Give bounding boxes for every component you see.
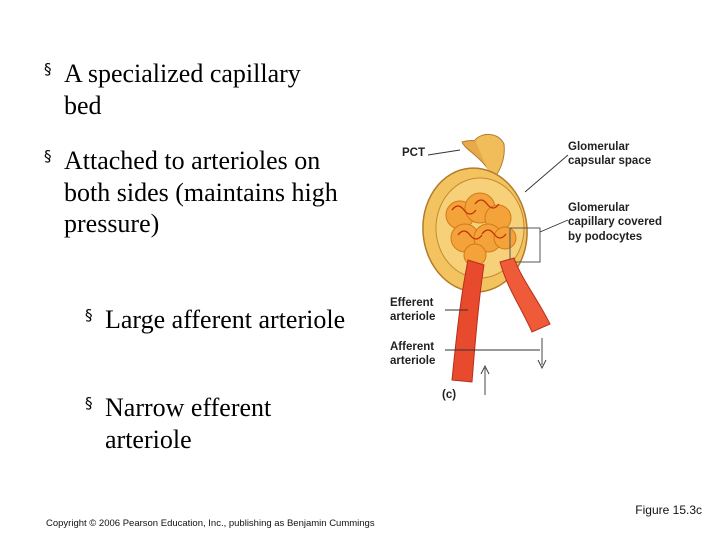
label-panel-c: (c) xyxy=(442,389,457,401)
bullet-specialized-capillary: § A specialized capillary bed xyxy=(44,58,344,121)
label-capsular-space: Glomerular capsular space xyxy=(568,141,652,168)
bullet-marker: § xyxy=(44,60,52,78)
sub-bullet-narrow-efferent: § Narrow efferent arteriole xyxy=(85,392,355,455)
bullet-text: Large afferent arteriole xyxy=(105,305,346,334)
label-pct: PCT xyxy=(402,147,425,159)
bullet-text: Narrow efferent arteriole xyxy=(105,393,272,454)
bullet-text: A specialized capillary bed xyxy=(64,59,301,120)
bullet-marker: § xyxy=(85,306,93,324)
copyright-notice: Copyright © 2006 Pearson Education, Inc.… xyxy=(46,518,375,529)
label-efferent-arteriole: Efferent arteriole xyxy=(390,297,436,324)
bullet-marker: § xyxy=(85,394,93,412)
sub-bullet-large-afferent: § Large afferent arteriole xyxy=(85,304,355,336)
bullet-attached-arterioles: § Attached to arterioles on both sides (… xyxy=(44,145,354,240)
glomerulus-illustration xyxy=(422,134,569,395)
label-glomerular-capillary: Glomerular capillary covered by podocyte… xyxy=(568,202,662,243)
bullet-text: Attached to arterioles on both sides (ma… xyxy=(64,146,338,239)
label-afferent-arteriole: Afferent arteriole xyxy=(390,341,436,368)
glomerulus-figure: PCT Glomerular capsular space Glomerular… xyxy=(380,120,680,420)
figure-reference: Figure 15.3c xyxy=(635,503,702,517)
bullet-marker: § xyxy=(44,147,52,165)
